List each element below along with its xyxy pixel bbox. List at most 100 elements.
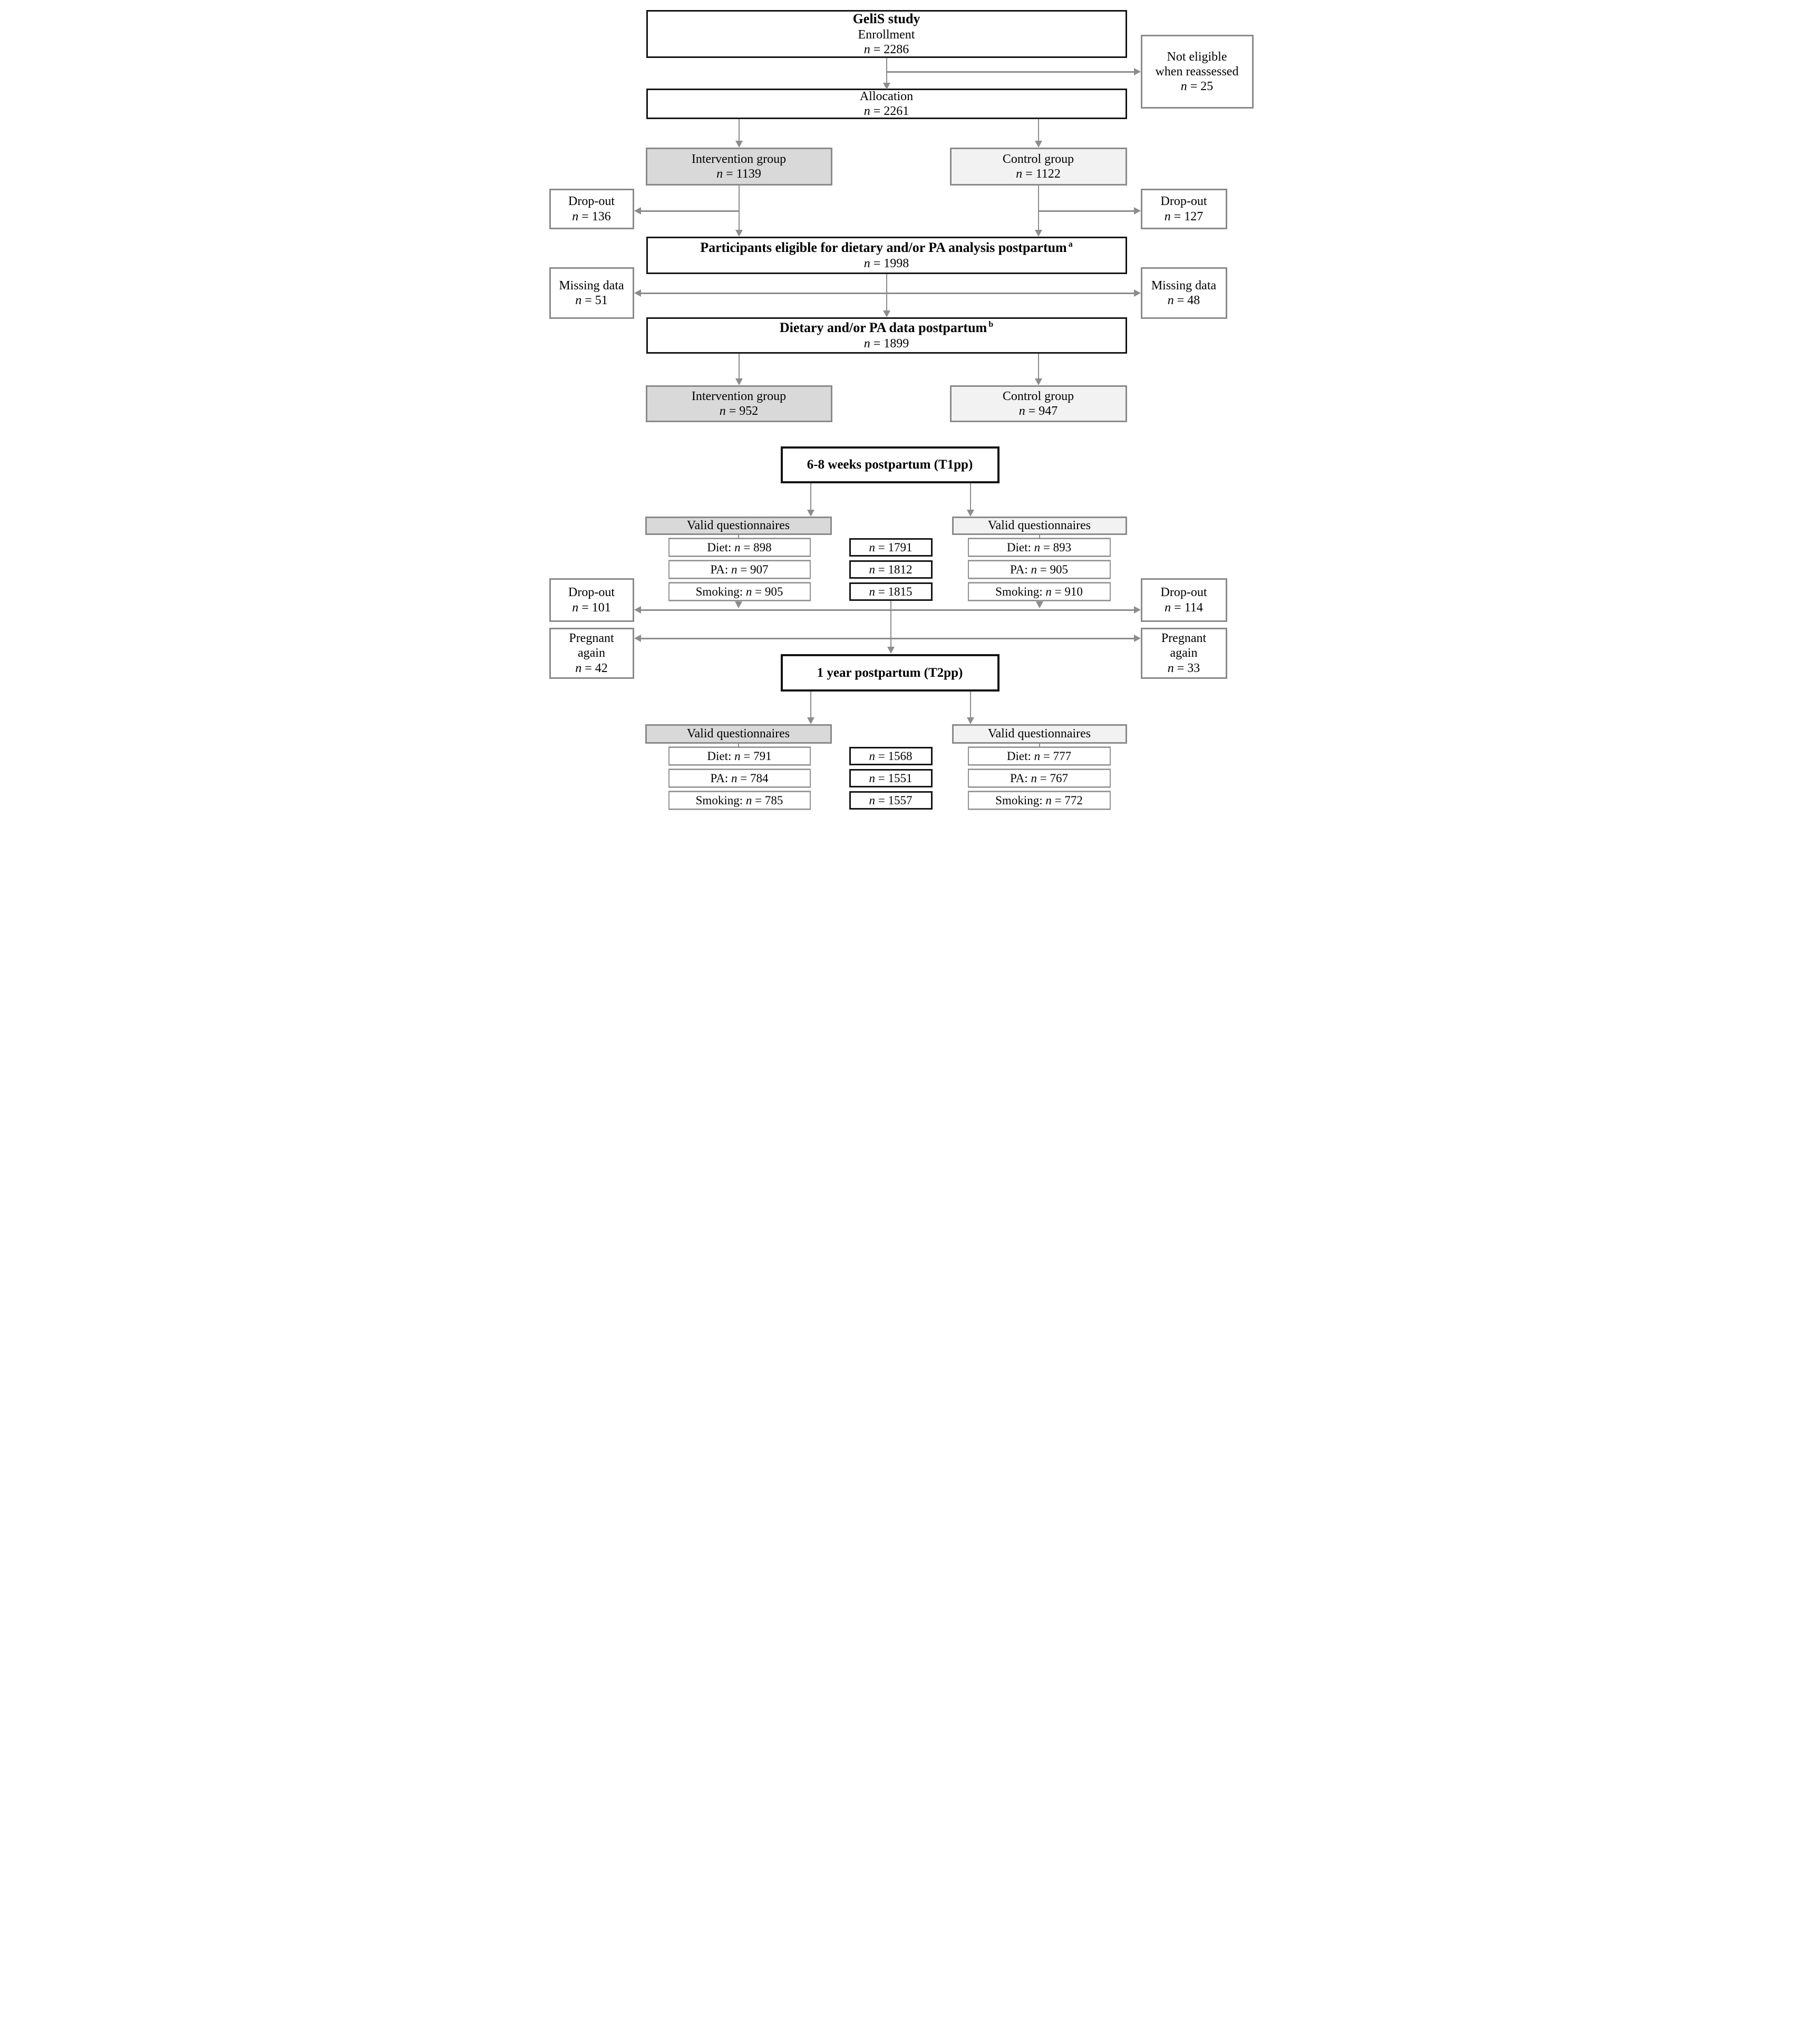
participants-count: n = 1998 <box>863 256 909 270</box>
intervention-group-box-2: Intervention group n = 952 <box>645 385 832 422</box>
allocation-count: n = 2261 <box>863 104 909 118</box>
enrollment-count: n = 2286 <box>863 42 909 56</box>
missing-data-label: Missing data <box>1151 278 1217 293</box>
dropout-left-box-1: Drop-out n = 136 <box>549 189 634 229</box>
arrowhead-down <box>734 601 742 608</box>
dietary-count: n = 1899 <box>863 336 909 351</box>
valid-questionnaires-header-left-t1: Valid questionnaires <box>645 517 832 535</box>
enrollment-stage: Enrollment <box>858 27 915 42</box>
t1-left-diet-box: Diet: n = 898 <box>668 538 811 557</box>
t1-left-smoking-box: Smoking: n = 905 <box>668 582 811 601</box>
connector-line <box>810 483 811 510</box>
t2pp-box: 1 year postpartum (T2pp) <box>780 654 1000 692</box>
t1-total-diet-box: n = 1791 <box>849 538 933 557</box>
arrowhead-right <box>1133 68 1141 75</box>
arrowhead-right <box>1133 606 1141 614</box>
header-label: Valid questionnaires <box>987 519 1091 533</box>
connector-line <box>1038 210 1134 212</box>
arrowhead-down <box>735 141 743 148</box>
row-text: n = 1551 <box>869 771 913 785</box>
control-group-box-1: Control group n = 1122 <box>949 148 1127 186</box>
connector-line <box>1037 186 1039 230</box>
pregnant-count: n = 33 <box>1167 661 1200 675</box>
dropout-right-box-1: Drop-out n = 127 <box>1140 189 1227 229</box>
arrowhead-down <box>1034 230 1042 237</box>
t1-right-pa-box: PA: n = 905 <box>967 560 1111 579</box>
arrowhead-left <box>634 635 641 642</box>
control-group-label: Control group <box>1002 152 1074 166</box>
participants-title: Participants eligible for dietary and/or… <box>700 240 1073 255</box>
row-text: n = 1557 <box>869 793 913 807</box>
missing-data-right-box: Missing data n = 48 <box>1140 267 1227 319</box>
flow-diagram: GeliS study Enrollment n = 2286 Not elig… <box>538 0 1257 817</box>
pregnant-label: Pregnant again <box>569 631 614 660</box>
connector-line <box>1039 535 1040 538</box>
connector-line <box>886 58 887 83</box>
row-text: PA: n = 905 <box>1010 562 1068 576</box>
connector-line <box>969 483 971 510</box>
t1-total-smoking-box: n = 1815 <box>849 582 933 601</box>
row-text: PA: n = 784 <box>710 771 769 785</box>
dropout-label: Drop-out <box>1160 586 1207 600</box>
control-group-count: n = 947 <box>1018 404 1058 418</box>
dropout-left-box-2: Drop-out n = 101 <box>549 578 634 622</box>
row-text: n = 1568 <box>869 749 913 763</box>
row-text: Smoking: n = 910 <box>995 585 1083 598</box>
arrowhead-right <box>1133 635 1141 642</box>
t2pp-title: 1 year postpartum (T2pp) <box>817 665 963 680</box>
arrowhead-left <box>634 289 641 297</box>
arrowhead-left <box>634 207 641 215</box>
missing-data-count: n = 51 <box>575 294 608 307</box>
t2-left-smoking-box: Smoking: n = 785 <box>668 791 811 810</box>
connector-line <box>1039 744 1040 747</box>
dropout-count: n = 136 <box>572 209 611 223</box>
control-group-box-2: Control group n = 947 <box>949 385 1127 422</box>
allocation-stage: Allocation <box>859 89 914 103</box>
dropout-count: n = 127 <box>1164 209 1204 223</box>
t2-total-smoking-box: n = 1557 <box>849 791 933 810</box>
t1pp-box: 6-8 weeks postpartum (T1pp) <box>780 446 1000 483</box>
row-text: Diet: n = 791 <box>707 749 772 763</box>
pregnant-again-right-box: Pregnant again n = 33 <box>1140 628 1227 679</box>
row-text: n = 1815 <box>869 585 913 598</box>
row-text: n = 1791 <box>869 540 913 554</box>
row-text: Smoking: n = 905 <box>695 585 783 598</box>
arrowhead-down <box>1035 601 1043 608</box>
connector-line <box>738 535 739 538</box>
row-text: Smoking: n = 785 <box>695 793 783 807</box>
enrollment-title: GeliS study <box>852 11 920 26</box>
arrowhead-down <box>966 510 974 517</box>
missing-data-count: n = 48 <box>1167 294 1200 307</box>
t2-right-diet-box: Diet: n = 777 <box>967 747 1111 765</box>
arrowhead-down <box>882 310 890 317</box>
missing-data-left-box: Missing data n = 51 <box>549 267 634 319</box>
header-label: Valid questionnaires <box>987 727 1091 741</box>
arrowhead-down <box>735 378 743 385</box>
row-text: Diet: n = 777 <box>1006 749 1072 763</box>
valid-questionnaires-header-right-t2: Valid questionnaires <box>952 724 1127 744</box>
t1-right-smoking-box: Smoking: n = 910 <box>967 582 1111 601</box>
row-text: Smoking: n = 772 <box>995 793 1083 807</box>
arrowhead-down <box>1034 141 1042 148</box>
connector-line <box>738 186 740 230</box>
pregnant-label: Pregnant again <box>1161 631 1207 660</box>
t1-right-diet-box: Diet: n = 893 <box>967 538 1111 557</box>
not-eligible-box: Not eligible when reassessed n = 25 <box>1140 35 1254 109</box>
arrowhead-left <box>634 606 641 614</box>
connector-line <box>1037 354 1039 379</box>
connector-line <box>886 71 1134 73</box>
t2-right-smoking-box: Smoking: n = 772 <box>967 791 1111 810</box>
arrowhead-right <box>1133 289 1141 297</box>
pregnant-count: n = 42 <box>575 661 608 675</box>
connector-line <box>640 609 1134 611</box>
dropout-label: Drop-out <box>1160 194 1207 209</box>
arrowhead-down <box>1034 378 1042 385</box>
not-eligible-count: n = 25 <box>1180 80 1214 94</box>
t2-total-diet-box: n = 1568 <box>849 747 933 765</box>
connector-line <box>1037 119 1039 141</box>
row-text: Diet: n = 898 <box>707 540 772 554</box>
arrowhead-down <box>966 717 974 724</box>
dropout-label: Drop-out <box>568 194 615 209</box>
t1pp-title: 6-8 weeks postpartum (T1pp) <box>807 458 973 472</box>
